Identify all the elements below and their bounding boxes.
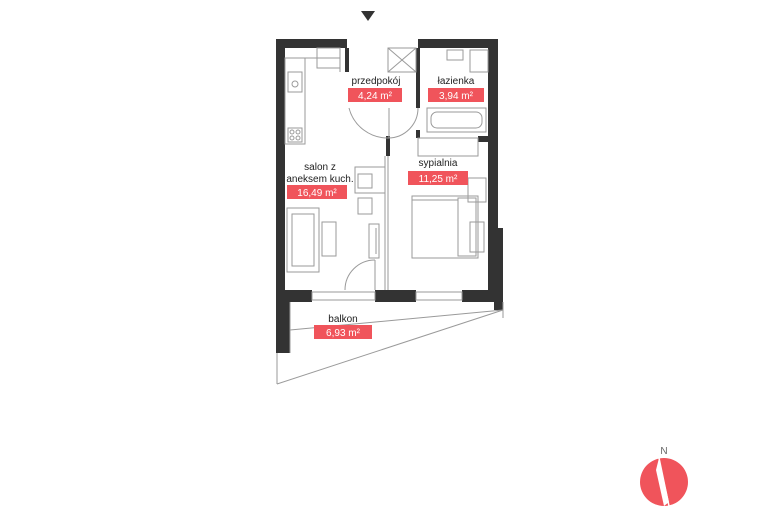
room-name: balkon [328,314,357,325]
door-swings [344,107,419,291]
fixtures [276,47,504,385]
room-area: 11,25 m² [419,174,458,185]
area-badge [314,325,372,339]
room-name: aneksem kuch. [286,174,353,185]
room-sypialnia: sypialnia 11,25 m² [408,158,468,185]
compass: N [640,446,688,507]
room-name: przedpokój [352,76,401,87]
area-badge [428,88,484,102]
entrance-arrow-icon [361,11,375,21]
room-salon: salon z aneksem kuch. 16,49 m² [286,162,354,199]
room-balkon: balkon 6,93 m² [314,314,372,339]
room-przedpokoj: przedpokój 4,24 m² [348,76,402,102]
room-name: salon z [304,162,336,173]
room-name: sypialnia [419,158,458,169]
area-badge [408,171,468,185]
room-name: łazienka [438,76,475,87]
room-area: 6,93 m² [326,328,361,339]
room-area: 3,94 m² [439,91,474,102]
area-badge [348,88,402,102]
walls [276,39,503,353]
compass-label: N [660,446,667,457]
compass-icon [640,457,688,507]
room-area: 4,24 m² [358,91,393,102]
area-badge [287,185,347,199]
room-area: 16,49 m² [297,188,337,199]
room-lazienka: łazienka 3,94 m² [428,76,484,102]
